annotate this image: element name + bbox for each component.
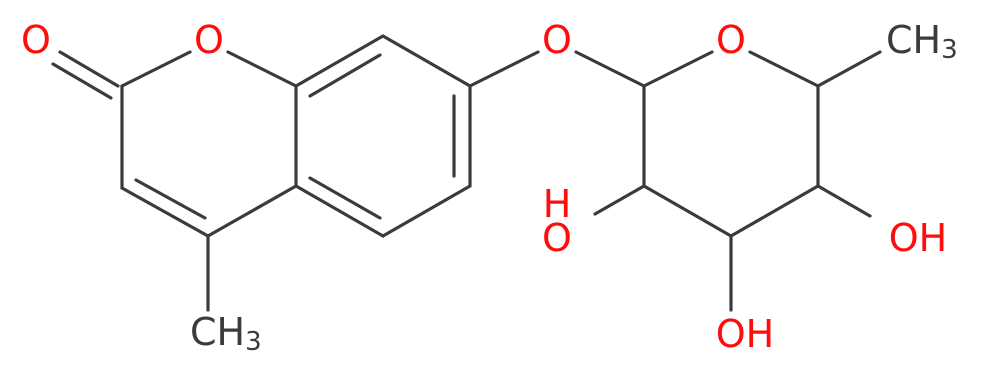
bond-c5-c4a-a: [294, 184, 385, 238]
hydroxyl-right-label: OH: [889, 216, 947, 260]
bond-carbonyl-2: [51, 62, 113, 100]
hydroxyl-left-hydrogen: H: [543, 182, 572, 226]
bond-c3-c4-a: [120, 186, 210, 238]
bond-carbonyl-1: [58, 50, 120, 88]
bond-c7-ether-o: [468, 50, 540, 88]
bond-ether-o-c1p: [574, 50, 646, 88]
bond-c3p-c2p: [642, 184, 733, 238]
bond-c2p-oh: [593, 184, 646, 216]
bond-c4-c4a: [206, 184, 298, 238]
bond-c4p-oh: [816, 184, 872, 218]
ring-oxygen-label: O: [194, 18, 224, 62]
methyl-bottom-subscript: 3: [245, 327, 262, 357]
pyran-oxygen-label: O: [716, 18, 746, 62]
atom-labels: O O O O CH3 CH3 H O OH OH: [21, 18, 958, 357]
ether-oxygen-label: O: [542, 18, 572, 62]
bond-c5p-methyl: [816, 50, 882, 88]
bond-c8a-c8-b: [308, 53, 382, 98]
bond-c8a-c8-a: [294, 34, 385, 88]
methyl-bottom-label: CH3: [190, 310, 262, 357]
hydroxyl-bottom-label: OH: [716, 312, 774, 356]
bond-c6-c5: [381, 184, 472, 238]
bond-c5-c4a-b: [308, 176, 382, 220]
bond-c8-c7: [381, 34, 472, 88]
methyl-right-main: CH: [886, 18, 941, 62]
methyl-bottom-main: CH: [190, 310, 245, 354]
bond-c1p-o5p: [642, 50, 714, 88]
carbonyl-oxygen-label: O: [21, 18, 51, 62]
bond-c4p-c3p: [729, 184, 820, 238]
hydroxyl-left-oxygen: O: [542, 216, 572, 260]
bonds: [51, 34, 882, 312]
bond-o5p-c5p: [748, 50, 820, 88]
methyl-right-subscript: 3: [941, 35, 958, 65]
bond-o1-c8a: [226, 50, 298, 88]
bond-c3-c4-b: [134, 178, 207, 220]
bond-c2-o1: [120, 50, 192, 88]
methyl-right-label: CH3: [886, 18, 958, 65]
